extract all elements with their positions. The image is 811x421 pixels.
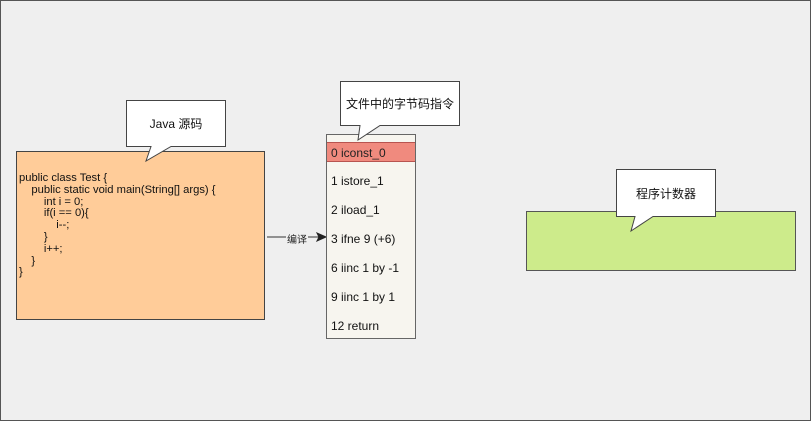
bytecode-callout-label: 文件中的字节码指令 bbox=[345, 97, 454, 111]
source-callout-label: Java 源码 bbox=[149, 117, 203, 131]
bytecode-instruction-list: 0 iconst_0 1 istore_1 2 iload_1 3 ifne 9 (+… bbox=[326, 134, 416, 339]
bytecode-callout: 文件中的字节码指令 bbox=[340, 81, 460, 142]
pc-callout-shape bbox=[616, 169, 716, 233]
bytecode-instruction: 2 iload_1 bbox=[331, 203, 380, 217]
bytecode-instruction: 0 iconst_0 bbox=[327, 142, 415, 162]
pc-callout-label: 程序计数器 bbox=[635, 186, 696, 201]
program-counter-box bbox=[526, 211, 796, 271]
bytecode-instruction: 1 istore_1 bbox=[331, 174, 384, 188]
bytecode-instruction: 3 ifne 9 (+6) bbox=[331, 232, 396, 246]
java-source-box: public class Test { public static void m… bbox=[16, 151, 265, 320]
java-source-code: public class Test { public static void m… bbox=[19, 172, 216, 279]
source-callout: Java 源码 bbox=[126, 100, 226, 163]
bytecode-instruction: 6 iinc 1 by -1 bbox=[331, 261, 400, 275]
bytecode-instruction: 12 return bbox=[331, 319, 380, 333]
bytecode-callout-shape bbox=[340, 81, 460, 142]
source-callout-shape bbox=[126, 100, 226, 163]
pc-callout: 程序计数器 bbox=[616, 169, 716, 233]
bytecode-instruction: 9 iinc 1 by 1 bbox=[331, 290, 396, 304]
compile-arrow-label: 编译 bbox=[286, 231, 308, 246]
